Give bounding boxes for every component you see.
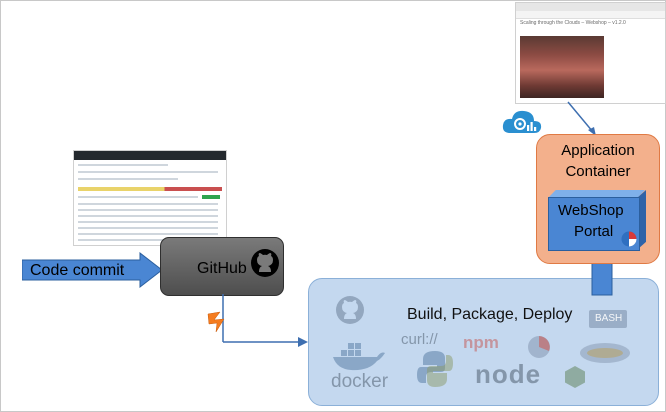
docker-logo: docker <box>331 371 389 392</box>
webshop-photo <box>520 36 604 98</box>
browser-address-bar <box>516 11 665 19</box>
file-row-4 <box>78 215 218 217</box>
file-row-3 <box>78 209 218 211</box>
browser-tab-bar <box>516 3 665 11</box>
webshop-portal-logo-icon <box>621 231 637 247</box>
docker-whale-icon <box>333 343 385 371</box>
bash-logo: BASH <box>595 313 623 324</box>
package-logo-icon <box>528 336 550 358</box>
github-octocat-icon <box>251 249 279 277</box>
code-commit-label: Code commit <box>30 262 125 279</box>
webshop-cube-top <box>548 190 645 198</box>
webhook-lightning-icon <box>207 311 225 333</box>
curl-logo: curl:// <box>401 331 438 348</box>
github-logo-faded-icon <box>336 296 364 324</box>
github-repo-screenshot <box>73 150 227 246</box>
github-label: GitHub <box>197 260 247 277</box>
webshop-cube-side <box>638 190 646 249</box>
clone-button <box>202 195 220 199</box>
github-to-build-connector <box>207 294 308 347</box>
webshop-label-line2: Portal <box>574 223 614 240</box>
file-row-1 <box>78 196 198 198</box>
webshop-screenshot: Scaling through the Clouds – Webshop – v… <box>515 2 666 104</box>
node-logo: node <box>475 359 542 389</box>
repo-title-line <box>78 164 168 166</box>
app-container-label-line1: Application <box>561 142 635 159</box>
file-row-2 <box>78 203 218 205</box>
nodejs-hexagon-icon <box>565 366 585 388</box>
file-row-7 <box>78 233 218 235</box>
bash-logo-badge <box>589 310 627 328</box>
code-commit-arrow <box>22 252 163 288</box>
language-bar <box>78 187 222 191</box>
tool-logo-badge-icon <box>580 343 630 363</box>
webshop-label-line1: WebShop <box>558 202 624 219</box>
build-package-deploy-box: Build, Package, Deploy curl:// npm BASH … <box>308 278 659 406</box>
cloud-gear-icon <box>502 110 542 133</box>
npm-logo: npm <box>463 333 499 352</box>
file-row-5 <box>78 221 218 223</box>
screenshot-to-container-arrow <box>567 101 596 136</box>
file-row-8 <box>78 239 218 241</box>
github-header-bar <box>74 151 226 160</box>
build-label: Build, Package, Deploy <box>407 306 573 323</box>
app-container-label-line2: Container <box>565 163 631 180</box>
python-logo-icon <box>417 351 453 387</box>
webshop-page-title: Scaling through the Clouds – Webshop – v… <box>520 20 626 26</box>
repo-description-line <box>78 178 178 180</box>
github-box: GitHub <box>160 237 284 296</box>
repo-tabs-line <box>78 171 218 173</box>
file-row-6 <box>78 227 218 229</box>
